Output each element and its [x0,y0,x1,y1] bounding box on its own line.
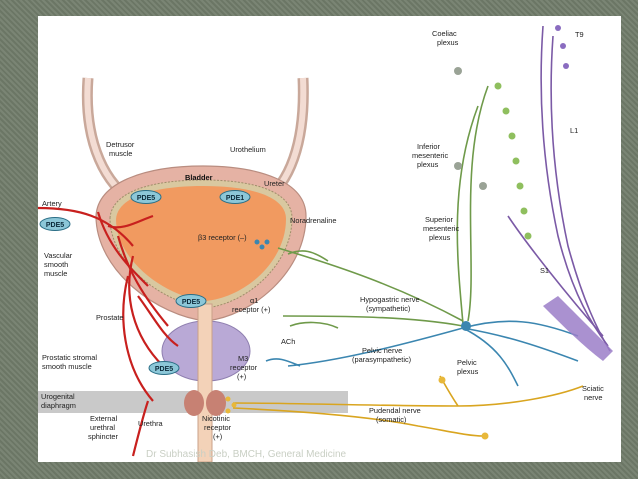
label-external-3: sphincter [88,432,119,441]
label-vascular-3: muscle [44,269,67,278]
bladder-label: Bladder [185,173,213,182]
label-t9: T9 [575,30,584,39]
label-sciatic-1: Sciatic [582,384,604,393]
pelvic-nerve [265,320,579,387]
label-pelvic-nerve-1: Pelvic nerve [362,346,402,355]
slide-canvas: Bladder [38,16,621,462]
label-external-2: urethral [90,423,115,432]
label-urogenital-1: Urogenital [41,392,75,401]
label-ach: ACh [281,337,295,346]
label-inferior-2: mesenteric [412,151,448,160]
label-artery: Artery [42,199,62,208]
label-prostate: Prostate [96,313,124,322]
label-m3-3: (+) [237,372,246,381]
label-hypogastric-2: (sympathetic) [366,304,410,313]
label-superior-2: mesenteric [423,224,459,233]
label-urethra: Urethra [138,419,164,428]
label-m3-2: receptor [230,363,258,372]
spinal-nerves [507,25,611,352]
label-alpha1-1: α1 [250,296,258,305]
superior-mesenteric-plexus-hub [479,182,487,190]
label-urogenital-2: diaphragm [41,401,76,410]
label-coeliac-1: Coeliac [432,29,457,38]
label-pudendal-2: (somatic) [376,415,406,424]
label-hypogastric-1: Hypogastric nerve [360,295,420,304]
label-prostatic-stromal-2: smooth muscle [42,362,92,371]
label-nicotinic-2: receptor [204,423,232,432]
external-urethral-sphincter-left [184,390,204,416]
label-inferior-3: plexus [417,160,439,169]
label-external-1: External [90,414,117,423]
label-superior-1: Superior [425,215,453,224]
label-pelvic-plexus-2: plexus [457,367,479,376]
sciatic-nerve-bundle [543,296,613,361]
pde5-artery-badge: PDE5 [39,217,71,231]
label-beta3: β3 receptor (–) [198,233,247,242]
label-sciatic-2: nerve [584,393,603,402]
label-ureter: Ureter [264,179,285,188]
svg-text:PDE1: PDE1 [226,195,244,202]
label-pelvic-plexus-1: Pelvic [457,358,477,367]
label-inferior-1: Inferior [417,142,441,151]
pde5-bladder-badge: PDE5 [130,190,162,204]
bladder-lumen [116,186,286,301]
label-noradrenaline: Noradrenaline [290,216,336,225]
svg-text:PDE5: PDE5 [46,222,64,229]
pde5-neck-badge: PDE5 [175,294,207,308]
slide-footer: Dr Subhasish Deb, BMCH, General Medicine [146,449,347,460]
inferior-mesenteric-plexus-hub [454,162,462,170]
svg-text:PDE5: PDE5 [182,299,200,306]
pelvic-plexus-hub [461,321,471,331]
pde5-prostate-badge: PDE5 [148,361,180,375]
label-pelvic-nerve-2: (parasympathetic) [352,355,411,364]
svg-text:PDE5: PDE5 [155,366,173,373]
label-nicotinic-3: (+) [213,432,222,441]
external-urethral-sphincter-right [206,390,226,416]
hypogastric-nerve [277,85,489,329]
artery-network [38,206,179,457]
label-detrusor-2: muscle [109,149,132,158]
label-l1: L1 [570,126,578,135]
label-coeliac-2: plexus [437,38,459,47]
label-prostatic-stromal-1: Prostatic stromal [42,353,97,362]
label-urothelium: Urothelium [230,145,266,154]
label-alpha1-2: receptor (+) [232,305,270,314]
label-vascular-2: smooth [44,260,68,269]
coeliac-plexus-hub [454,67,462,75]
svg-text:PDE5: PDE5 [137,195,155,202]
bladder-innervation-diagram: Bladder [38,25,613,462]
label-vascular-1: Vascular [44,251,73,260]
pde1-badge: PDE1 [219,190,251,204]
label-superior-3: plexus [429,233,451,242]
label-detrusor-1: Detrusor [106,140,135,149]
label-s1: S1 [540,266,549,275]
urethra [197,303,213,462]
label-nicotinic-1: Nicotinic [202,414,230,423]
label-pudendal-1: Pudendal nerve [369,406,421,415]
label-m3-1: M3 [238,354,248,363]
